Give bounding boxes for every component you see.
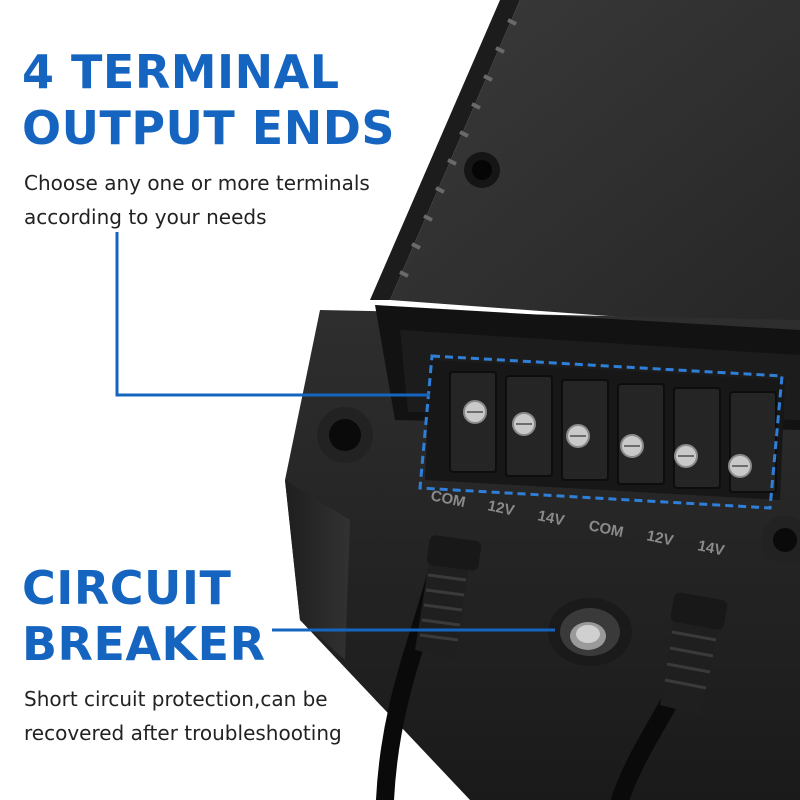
breaker-desc-line-1: Short circuit protection,can be [24,687,328,711]
terminal-highlight-box [418,354,784,510]
terminal-label-3: 14V [536,507,566,529]
terminal-outputs-heading: 4 TERMINAL OUTPUT ENDS [22,44,395,156]
terminal-heading-line-1: 4 TERMINAL [22,45,340,99]
circuit-breaker-description: Short circuit protection,can be recovere… [24,682,342,750]
terminal-screws [463,400,752,478]
breaker-desc-line-2: recovered after troubleshooting [24,721,342,745]
rib-marks [399,18,517,278]
circuit-breaker-button [548,598,632,666]
housing-ribbed-edge [370,0,520,300]
mounting-hole-right [761,516,800,564]
terminal-outputs-description: Choose any one or more terminals accordi… [24,166,370,234]
breaker-heading-line-1: CIRCUIT [22,561,232,615]
terminal-block [418,354,785,510]
breaker-heading-line-2: BREAKER [22,617,266,671]
housing-left-side [285,480,350,660]
mounting-hole-left [317,407,373,463]
terminal-heading-line-2: OUTPUT ENDS [22,101,396,155]
terminal-label-4: COM [587,517,625,541]
terminal-desc-line-1: Choose any one or more terminals [24,171,370,195]
mounting-hole-top [464,152,500,188]
callout-line-terminals [115,232,430,397]
cable-left [376,535,482,800]
terminal-label-2: 12V [486,497,516,519]
circuit-breaker-heading: CIRCUIT BREAKER [22,560,266,672]
terminal-label-1: COM [429,487,467,511]
cable-right [611,592,728,800]
terminal-label-5: 12V [645,527,675,549]
housing-top [390,0,800,330]
terminal-label-6: 14V [696,537,726,559]
terminal-desc-line-2: according to your needs [24,205,267,229]
